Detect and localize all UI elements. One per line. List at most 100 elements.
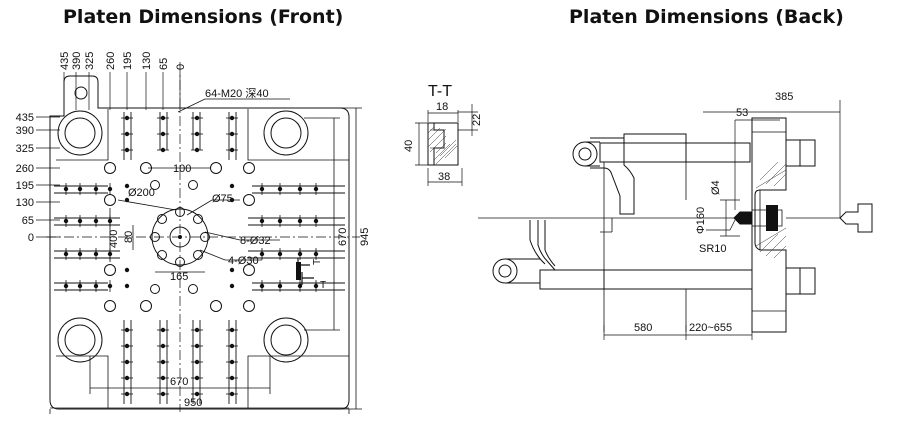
top-tick-label: 65: [158, 58, 170, 70]
back-dim-580: 580: [634, 322, 652, 334]
front-platen: [46, 62, 360, 412]
lower-rail: [539, 269, 753, 290]
dim-80: 80: [123, 231, 135, 243]
threaded-hole: [229, 267, 235, 273]
threaded-hole: [124, 283, 130, 289]
upper-rail: [599, 142, 751, 163]
locating-ring: [151, 208, 209, 266]
top-tick-label: 195: [122, 52, 134, 70]
top-tick-label: 390: [71, 52, 83, 70]
left-tick-label: 130: [16, 197, 34, 209]
tiebar-tr-outer: [263, 110, 309, 156]
back-dim-160: Φ160: [695, 207, 707, 234]
tiebar-br-inner: [270, 324, 302, 356]
guide-hole: [104, 264, 116, 276]
guide-hole: [243, 300, 255, 312]
upper-toggle: [590, 133, 687, 215]
back-dim-385: 385: [775, 91, 793, 103]
ejector-holes: [150, 180, 210, 294]
tiebar-bl-outer: [57, 317, 103, 363]
tt-dim-38: 38: [438, 171, 450, 183]
back-dim-53: 53: [736, 107, 748, 119]
inner-recess: [56, 109, 349, 408]
dim-inner-width: 670: [170, 376, 188, 388]
top-tick-label: 260: [105, 52, 117, 70]
tiebar-br-outer: [263, 317, 309, 363]
tt-labels: T-T 18 22 40 38: [403, 83, 483, 183]
guide-hole: [210, 162, 222, 174]
dim-outer-width: 950: [184, 397, 202, 409]
section-mark-bottom: T: [320, 280, 326, 291]
tiebar-tr-inner: [270, 117, 302, 149]
dim-outer-height: 945: [359, 228, 371, 246]
hanger-hole: [74, 86, 88, 100]
tt-title: T-T: [428, 83, 452, 100]
lower-toggle: [537, 220, 556, 271]
thread-callout: 64-M20 深40: [205, 87, 269, 100]
front-title: Platen Dimensions (Front): [63, 6, 344, 28]
back-title: Platen Dimensions (Back): [569, 6, 844, 28]
back-platen: [478, 100, 873, 340]
guide-hole: [243, 162, 255, 174]
threaded-hole: [229, 183, 235, 189]
left-tick-label: 325: [16, 143, 34, 155]
section-hatch: [755, 161, 787, 259]
dim-75: Ø75: [212, 193, 233, 205]
top-tick-label: 130: [141, 52, 153, 70]
dim-30: 4-Ø30: [228, 255, 259, 267]
left-tick-label: 0: [28, 232, 34, 244]
dim-200: Ø200: [128, 187, 155, 199]
dim-165: 165: [170, 271, 188, 283]
t-slots: [54, 112, 345, 404]
tie-bar-holes: [57, 86, 309, 363]
dimension-lines: [49, 107, 362, 414]
front-labels: 64-M20 深40 100 Ø200 Ø75 8-Ø32 4-Ø30 165 …: [108, 87, 371, 409]
dim-400: 400: [108, 230, 120, 248]
threaded-holes: [63, 115, 319, 397]
section-mark-top: T: [312, 259, 323, 265]
guide-hole: [243, 194, 255, 206]
tt-dim-22: 22: [471, 114, 483, 126]
nozzle-tip: [733, 211, 753, 225]
back-dim-sr10: SR10: [699, 243, 727, 255]
guide-hole: [210, 300, 222, 312]
top-tick-label: 435: [59, 52, 71, 70]
dim-inner-height: 670: [337, 228, 349, 246]
guide-hole: [104, 162, 116, 174]
left-tick-label: 260: [16, 163, 34, 175]
guide-hole: [104, 194, 116, 206]
nozzle-hole: [169, 226, 191, 248]
guide-hole: [243, 264, 255, 276]
tt-dim-40: 40: [403, 140, 415, 152]
center-dot: [178, 235, 182, 239]
top-tick-label: 325: [84, 52, 96, 70]
rear-adapter: [839, 203, 873, 233]
dim-32: 8-Ø32: [240, 235, 271, 247]
back-labels: 385 53 Ø4 Φ160 SR10 580 220~655: [634, 91, 793, 334]
tiebar-tl-outer: [57, 110, 103, 156]
left-tick-lines: [36, 116, 60, 238]
left-tick-label: 390: [16, 125, 34, 137]
guide-hole: [140, 300, 152, 312]
leaders: [109, 98, 290, 273]
threaded-hole: [124, 267, 130, 273]
section-marker: [296, 258, 314, 285]
left-tick-label: 435: [16, 112, 34, 124]
dim-100: 100: [173, 163, 191, 175]
platen-outline: [49, 75, 350, 410]
left-tick-label: 195: [16, 180, 34, 192]
tiebar-bl-inner: [64, 324, 96, 356]
left-tick-label: 65: [22, 215, 34, 227]
back-dims: [603, 100, 841, 340]
back-dim-stroke: 220~655: [689, 322, 732, 334]
guide-hole: [104, 300, 116, 312]
back-dim-d4: Ø4: [710, 180, 722, 195]
tt-section: [415, 104, 478, 186]
threaded-hole: [124, 183, 130, 189]
tt-dim-18: 18: [436, 101, 448, 113]
top-tick-lines: [63, 72, 181, 110]
threaded-hole: [229, 283, 235, 289]
